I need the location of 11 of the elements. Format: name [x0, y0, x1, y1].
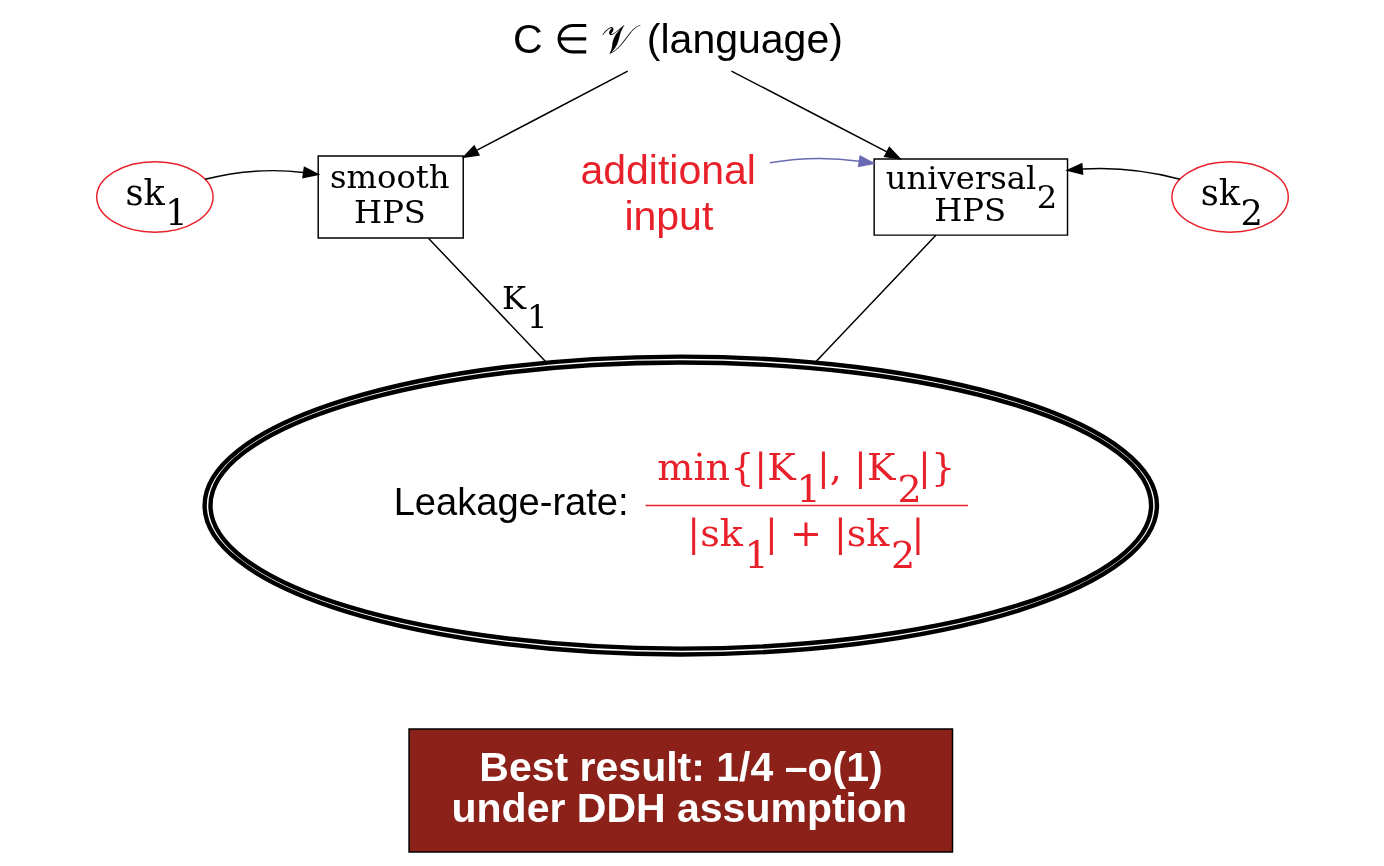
arrow: [730, 70, 902, 160]
arrow: [461, 70, 628, 159]
arrow: [203, 166, 320, 181]
node-text: C ∈ 𝒱 (language): [512, 15, 843, 62]
arrow: [1064, 162, 1181, 180]
connector: [814, 234, 937, 364]
node-box: Best result: 1/4 –o(1) under DDH assumption: [407, 728, 953, 853]
arrow: [768, 155, 876, 168]
node-box: smooth HPS: [316, 155, 464, 239]
node-text: additional input: [579, 147, 756, 239]
connector: [427, 237, 547, 364]
